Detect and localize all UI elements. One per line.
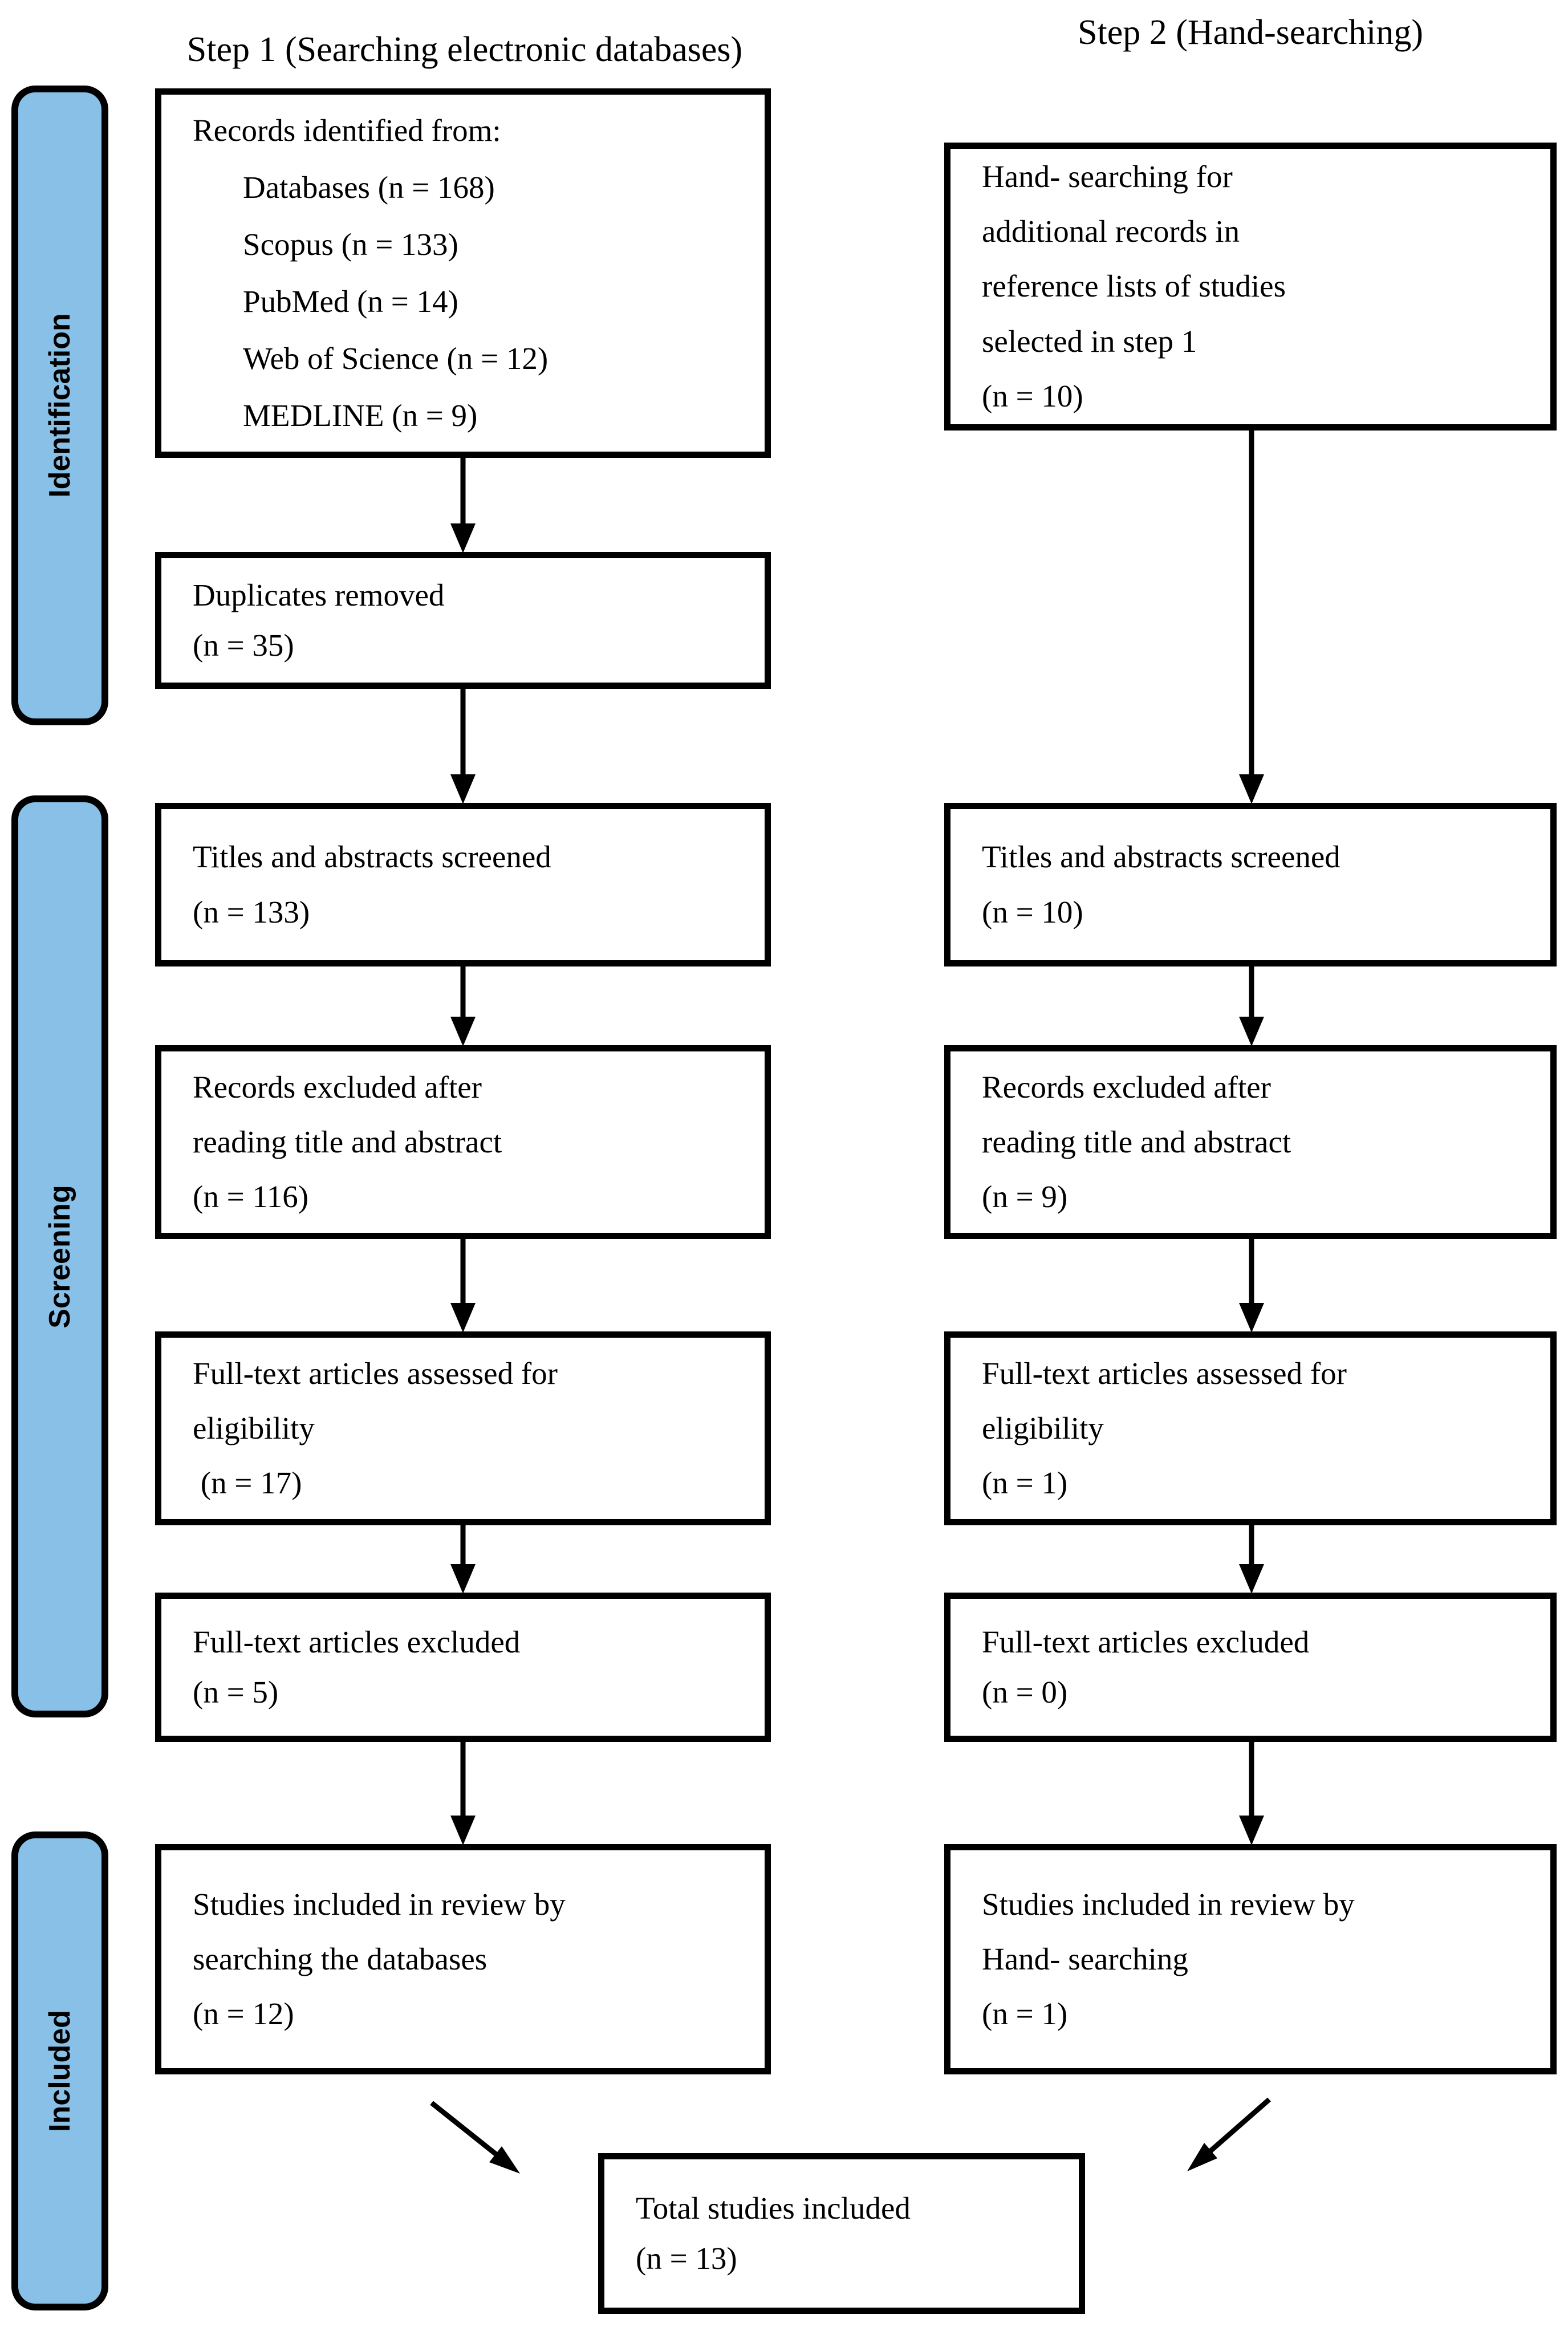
box-text: Duplicates removed (193, 578, 445, 612)
box-duplicates-removed: Duplicates removed (n = 35) (155, 552, 771, 689)
box-text: Records excluded after (982, 1069, 1271, 1104)
box-text: (n = 5) (193, 1675, 279, 1709)
box-records-excluded-step2: Records excluded after reading title and… (944, 1045, 1557, 1239)
diagonal-arrow-left (430, 2101, 520, 2174)
box-text: Hand- searching for (982, 159, 1233, 194)
stage-label-identification: Identification (43, 313, 76, 498)
box-text: reading title and abstract (193, 1124, 502, 1159)
down-arrow-icon (450, 456, 476, 553)
box-text: Titles and abstracts screened (982, 839, 1340, 875)
diagonal-arrows (430, 2097, 1271, 2174)
down-arrow-icon (1239, 1740, 1264, 1845)
box-text: searching the databases (193, 1941, 488, 1976)
box-text: Full-text articles excluded (193, 1625, 521, 1659)
down-arrow-icon (450, 687, 476, 804)
box-text: Studies included in review by (193, 1886, 566, 1922)
box-text: (n = 116) (193, 1179, 309, 1215)
down-arrow-icon (450, 1740, 476, 1845)
box-text: reading title and abstract (982, 1124, 1291, 1159)
down-arrow-icon (450, 1524, 476, 1594)
box-text: (n = 1) (982, 1996, 1068, 2032)
stage-label-included: Included (43, 2010, 76, 2132)
box-text: Records excluded after (193, 1069, 482, 1104)
box-studies-included-step2: Studies included in review by Hand- sear… (944, 1844, 1557, 2074)
box-text: eligibility (982, 1410, 1104, 1445)
box-text: (n = 12) (193, 1996, 294, 2032)
down-arrow-icon (1239, 965, 1264, 1046)
box-text: Web of Science (n = 12) (243, 341, 549, 376)
column-header-step2: Step 2 (Hand-searching) (1077, 13, 1423, 52)
box-text: MEDLINE (n = 9) (243, 398, 478, 433)
stage-label-screening: Screening (43, 1184, 76, 1329)
box-text: Full-text articles excluded (982, 1625, 1310, 1659)
box-text: Hand- searching (982, 1941, 1188, 1976)
box-text: (n = 10) (982, 378, 1083, 413)
stage-bar-identification: Identification (11, 86, 108, 725)
box-text: (n = 1) (982, 1465, 1068, 1501)
stage-bar-included: Included (11, 1831, 108, 2310)
box-text: Full-text articles assessed for (193, 1355, 558, 1391)
box-total-studies-included: Total studies included (n = 13) (598, 2153, 1085, 2314)
box-text: (n = 0) (982, 1675, 1068, 1709)
down-arrow-icon (450, 1237, 476, 1333)
box-text: Total studies included (636, 2191, 911, 2226)
box-titles-screened-step2: Titles and abstracts screened (n = 10) (944, 803, 1557, 966)
box-text: Titles and abstracts screened (193, 839, 551, 875)
box-text: Full-text articles assessed for (982, 1355, 1347, 1391)
box-text: Records identified from: (193, 112, 501, 148)
box-fulltext-excluded-step2: Full-text articles excluded (n = 0) (944, 1593, 1557, 1742)
box-text: reference lists of studies (982, 269, 1286, 304)
box-text: (n = 133) (193, 894, 310, 929)
box-text: (n = 9) (982, 1179, 1068, 1215)
down-arrow-icon (1239, 1524, 1264, 1594)
box-titles-screened-step1: Titles and abstracts screened (n = 133) (155, 803, 771, 966)
diagonal-arrow-right (1187, 2097, 1271, 2171)
box-text: Databases (n = 168) (243, 169, 495, 205)
down-arrow-icon (1239, 1237, 1264, 1333)
box-text: (n = 10) (982, 894, 1083, 929)
box-text: (n = 13) (636, 2241, 737, 2276)
box-fulltext-excluded-step1: Full-text articles excluded (n = 5) (155, 1593, 771, 1742)
box-text: (n = 35) (193, 628, 294, 663)
column-header-step1: Step 1 (Searching electronic databases) (186, 30, 743, 69)
down-arrow-icon (450, 965, 476, 1046)
box-text: additional records in (982, 214, 1240, 249)
box-fulltext-assessed-step2: Full-text articles assessed for eligibil… (944, 1331, 1557, 1525)
box-text: eligibility (193, 1410, 315, 1445)
box-text: PubMed (n = 14) (243, 284, 458, 319)
box-text: (n = 17) (193, 1465, 302, 1501)
box-text: Studies included in review by (982, 1886, 1355, 1922)
box-text: selected in step 1 (982, 323, 1197, 359)
box-records-excluded-step1: Records excluded after reading title and… (155, 1045, 771, 1239)
box-text: Scopus (n = 133) (243, 226, 458, 262)
box-records-identified: Records identified from: Databases (n = … (155, 88, 771, 458)
box-fulltext-assessed-step1: Full-text articles assessed for eligibil… (155, 1331, 771, 1525)
box-studies-included-step1: Studies included in review by searching … (155, 1844, 771, 2074)
down-arrow-icon (1239, 429, 1264, 804)
stage-bar-screening: Screening (11, 795, 108, 1717)
box-hand-searching: Hand- searching for additional records i… (944, 143, 1557, 431)
